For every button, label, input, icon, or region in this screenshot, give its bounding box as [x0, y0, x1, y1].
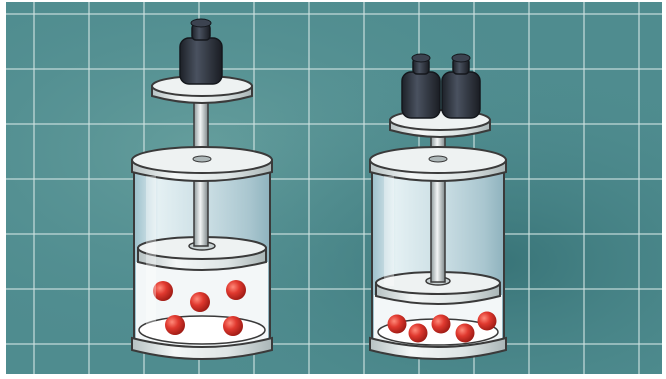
glass-highlight: [146, 176, 156, 336]
particle: [165, 315, 185, 335]
cylinder-lid: [132, 147, 272, 181]
particle: [478, 312, 497, 331]
particle: [190, 292, 210, 312]
particle: [226, 280, 246, 300]
particle: [432, 315, 451, 334]
particle: [456, 324, 475, 343]
cylinder-floor: [139, 316, 265, 344]
glass-highlight: [384, 176, 394, 286]
cylinder-lid: [370, 147, 506, 181]
particle: [388, 315, 407, 334]
background-panel: [6, 2, 662, 374]
particle: [409, 324, 428, 343]
particle: [223, 316, 243, 336]
